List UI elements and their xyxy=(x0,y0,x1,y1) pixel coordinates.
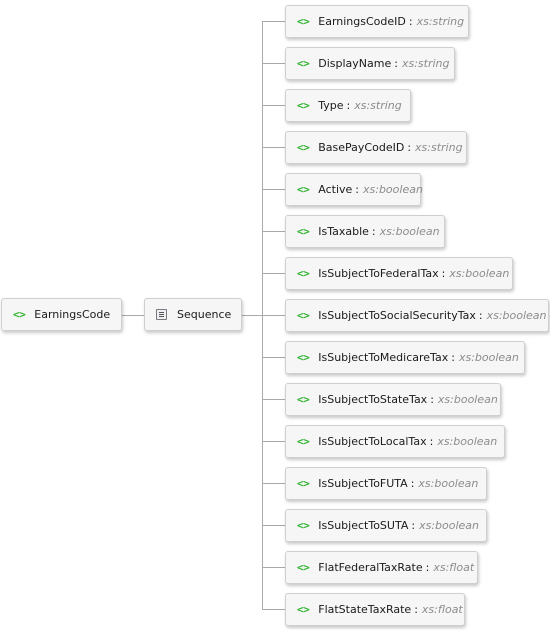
element-name: BasePayCodeID xyxy=(318,141,405,154)
type-separator: : xyxy=(414,603,418,616)
element-icon: <> xyxy=(297,225,310,238)
element-name: IsSubjectToFederalTax xyxy=(318,267,439,280)
element-type: xs:boolean xyxy=(449,267,510,280)
element-icon: <> xyxy=(297,309,310,322)
element-type: xs:boolean xyxy=(437,435,498,448)
type-separator: : xyxy=(411,519,416,532)
child-element-node[interactable]: <> Active: xs:boolean xyxy=(285,173,423,206)
child-element-node[interactable]: <> IsSubjectToMedicareTax:xs:boolean xyxy=(285,341,525,374)
sequence-label: Sequence xyxy=(177,308,232,321)
child-branch-connector xyxy=(262,231,285,232)
element-name: IsSubjectToSUTA xyxy=(318,519,409,532)
type-separator: : xyxy=(478,309,483,322)
element-name: DisplayName xyxy=(318,57,392,70)
element-type: xs:boolean xyxy=(458,351,519,364)
sequence-icon xyxy=(156,309,167,320)
element-name: IsSubjectToStateTax xyxy=(318,393,428,406)
element-type: xs:boolean xyxy=(486,309,547,322)
child-element-node[interactable]: <> IsSubjectToFUTA:xs:boolean xyxy=(285,467,487,500)
element-icon: <> xyxy=(297,351,310,364)
type-separator: : xyxy=(410,477,415,490)
child-element-node[interactable]: <> FlatFederalTaxRate:xs:float xyxy=(285,551,478,584)
child-element-node[interactable]: <> IsSubjectToLocalTax:xs:boolean xyxy=(285,425,505,458)
element-type: xs:string xyxy=(416,15,465,28)
child-element-node[interactable]: <> EarningsCodeID:xs:string xyxy=(285,5,469,38)
element-type: xs:boolean xyxy=(437,393,498,406)
element-name: IsSubjectToMedicareTax xyxy=(318,351,449,364)
element-type: xs:boolean xyxy=(379,225,440,238)
element-type: xs:float xyxy=(433,561,475,574)
child-branch-connector xyxy=(262,21,285,22)
element-type: xs:string xyxy=(415,141,463,154)
element-icon: <> xyxy=(297,267,310,280)
type-separator: : xyxy=(371,225,376,238)
element-icon: <> xyxy=(297,477,310,490)
element-icon: <> xyxy=(297,99,310,112)
child-element-node[interactable]: <> IsTaxable:xs:boolean xyxy=(285,215,445,248)
element-type: xs:string xyxy=(401,57,450,70)
child-branch-connector xyxy=(262,483,285,484)
type-separator: : xyxy=(355,183,359,196)
type-separator: : xyxy=(407,141,412,154)
type-separator: : xyxy=(394,57,398,70)
element-name: EarningsCodeID xyxy=(318,15,406,28)
element-icon: <> xyxy=(297,183,310,196)
type-separator: : xyxy=(346,99,351,112)
element-icon: <> xyxy=(297,57,310,70)
element-name: Active xyxy=(318,183,353,196)
sequence-node[interactable]: Sequence xyxy=(144,298,242,331)
element-name: IsSubjectToSocialSecurityTax xyxy=(318,309,476,322)
element-type: xs:boolean xyxy=(419,519,480,532)
child-element-node[interactable]: <> IsSubjectToStateTax:xs:boolean xyxy=(285,383,501,416)
child-element-node[interactable]: <> Type:xs:string xyxy=(285,89,411,122)
element-type: xs:boolean xyxy=(363,183,423,196)
element-icon: <> xyxy=(297,393,310,406)
element-icon: <> xyxy=(13,308,26,321)
type-separator: : xyxy=(441,267,446,280)
element-name: IsSubjectToLocalTax xyxy=(318,435,427,448)
child-branch-connector xyxy=(262,315,285,316)
type-separator: : xyxy=(429,435,434,448)
child-branch-connector xyxy=(262,105,285,106)
child-branch-connector xyxy=(262,609,285,610)
sequence-to-bus-connector xyxy=(242,315,262,316)
child-branch-connector xyxy=(262,399,285,400)
child-branch-connector xyxy=(262,357,285,358)
root-to-sequence-connector xyxy=(122,315,144,316)
child-branch-connector xyxy=(262,525,285,526)
element-name: IsTaxable xyxy=(318,225,369,238)
element-name: Type xyxy=(318,99,344,112)
element-name: FlatFederalTaxRate xyxy=(318,561,423,574)
element-icon: <> xyxy=(297,141,310,154)
child-element-node[interactable]: <> DisplayName:xs:string xyxy=(285,47,455,80)
type-separator: : xyxy=(451,351,455,364)
element-icon: <> xyxy=(297,561,310,574)
element-icon: <> xyxy=(297,435,310,448)
child-element-node[interactable]: <> FlatStateTaxRate:xs:float xyxy=(285,593,465,626)
element-name: IsSubjectToFUTA xyxy=(318,477,408,490)
element-icon: <> xyxy=(297,15,310,28)
child-branch-connector xyxy=(262,189,285,190)
type-separator: : xyxy=(425,561,430,574)
child-branch-connector xyxy=(262,63,285,64)
root-element-label: EarningsCode xyxy=(34,308,111,321)
child-branch-connector xyxy=(262,567,285,568)
element-icon: <> xyxy=(297,519,310,532)
child-element-node[interactable]: <> IsSubjectToSUTA:xs:boolean xyxy=(285,509,487,542)
child-branch-connector xyxy=(262,273,285,274)
child-element-node[interactable]: <> IsSubjectToSocialSecurityTax:xs:boolea… xyxy=(285,299,549,332)
type-separator: : xyxy=(408,15,413,28)
type-separator: : xyxy=(430,393,434,406)
child-element-node[interactable]: <> IsSubjectToFederalTax:xs:boolean xyxy=(285,257,513,290)
child-branch-connector xyxy=(262,441,285,442)
element-type: xs:float xyxy=(421,603,463,616)
root-element-node[interactable]: <> EarningsCode xyxy=(1,298,122,331)
element-name: FlatStateTaxRate xyxy=(318,603,412,616)
element-type: xs:boolean xyxy=(418,477,479,490)
child-branch-connector xyxy=(262,147,285,148)
child-element-node[interactable]: <> BasePayCodeID:xs:string xyxy=(285,131,467,164)
element-icon: <> xyxy=(297,603,310,616)
element-type: xs:string xyxy=(354,99,402,112)
